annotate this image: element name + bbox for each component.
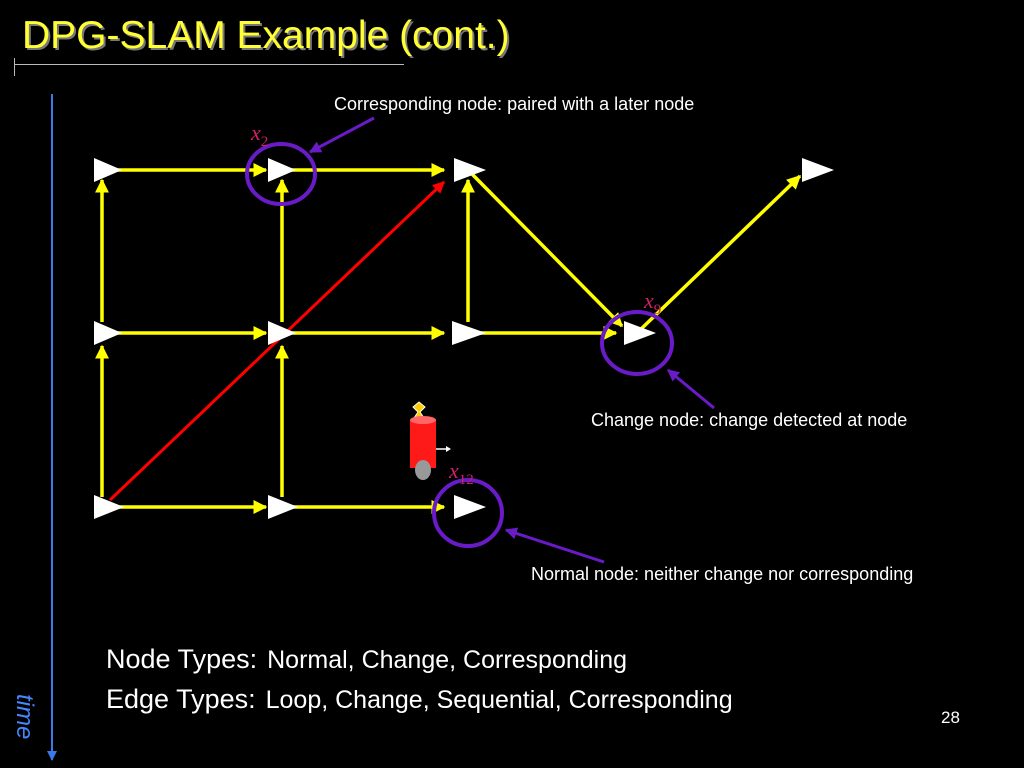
normal-node-circle — [432, 478, 504, 548]
edge-types-values: Loop, Change, Sequential, Corresponding — [265, 686, 733, 714]
node-label-x12-sub: 12 — [458, 472, 474, 488]
title-underline — [14, 64, 404, 65]
node-label-x2-sub: 2 — [260, 134, 269, 150]
page-number: 28 — [941, 708, 960, 727]
edge-diag-up — [638, 174, 802, 332]
edge-types-heading: Edge Types: — [106, 684, 256, 714]
time-axis-label: time — [11, 694, 38, 740]
node-triangle-icon — [94, 321, 122, 345]
normal-pointer-arrow — [504, 527, 605, 564]
node-triangle-icon — [452, 321, 486, 345]
node-triangle-icon — [94, 495, 124, 519]
annotation-corresponding: Corresponding node: paired with a later … — [334, 94, 695, 114]
node-label-x2: x2 — [251, 120, 268, 150]
node-label-x9-base: x — [644, 288, 654, 313]
node-triangle-icon — [268, 321, 296, 345]
annotation-normal: Normal node: neither change nor correspo… — [531, 564, 914, 584]
node-triangle-icon — [454, 158, 486, 182]
annotation-change: Change node: change detected at node — [591, 410, 908, 430]
node-label-x2-base: x — [251, 120, 261, 145]
robot-icon — [410, 401, 451, 480]
corresponding-node-circle — [245, 142, 317, 206]
node-triangle-icon — [268, 495, 298, 519]
change-pointer-arrow — [667, 368, 715, 410]
title-tick — [14, 58, 15, 76]
edge-types-row: Edge Types: Loop, Change, Sequential, Cor… — [106, 684, 733, 715]
node-label-x12: x12 — [449, 458, 474, 488]
node-triangle-icon — [624, 321, 656, 345]
edge-diag-down — [468, 170, 624, 328]
node-triangle-icon — [268, 158, 296, 182]
node-label-x12-base: x — [449, 458, 459, 483]
node-types-heading: Node Types: — [106, 644, 258, 674]
slide-title: DPG-SLAM Example (cont.) — [22, 14, 510, 57]
node-triangle-icon — [802, 158, 834, 182]
node-label-x9-sub: 9 — [653, 302, 662, 318]
node-types-values: Normal, Change, Corresponding — [267, 646, 628, 674]
corresponding-pointer-arrow — [308, 116, 375, 154]
node-label-x9: x9 — [644, 288, 661, 318]
change-node-circle — [600, 310, 674, 376]
node-triangle-icon — [454, 495, 486, 519]
node-types-row: Node Types: Normal, Change, Corresponding — [106, 644, 627, 675]
node-triangle-icon — [94, 158, 122, 182]
